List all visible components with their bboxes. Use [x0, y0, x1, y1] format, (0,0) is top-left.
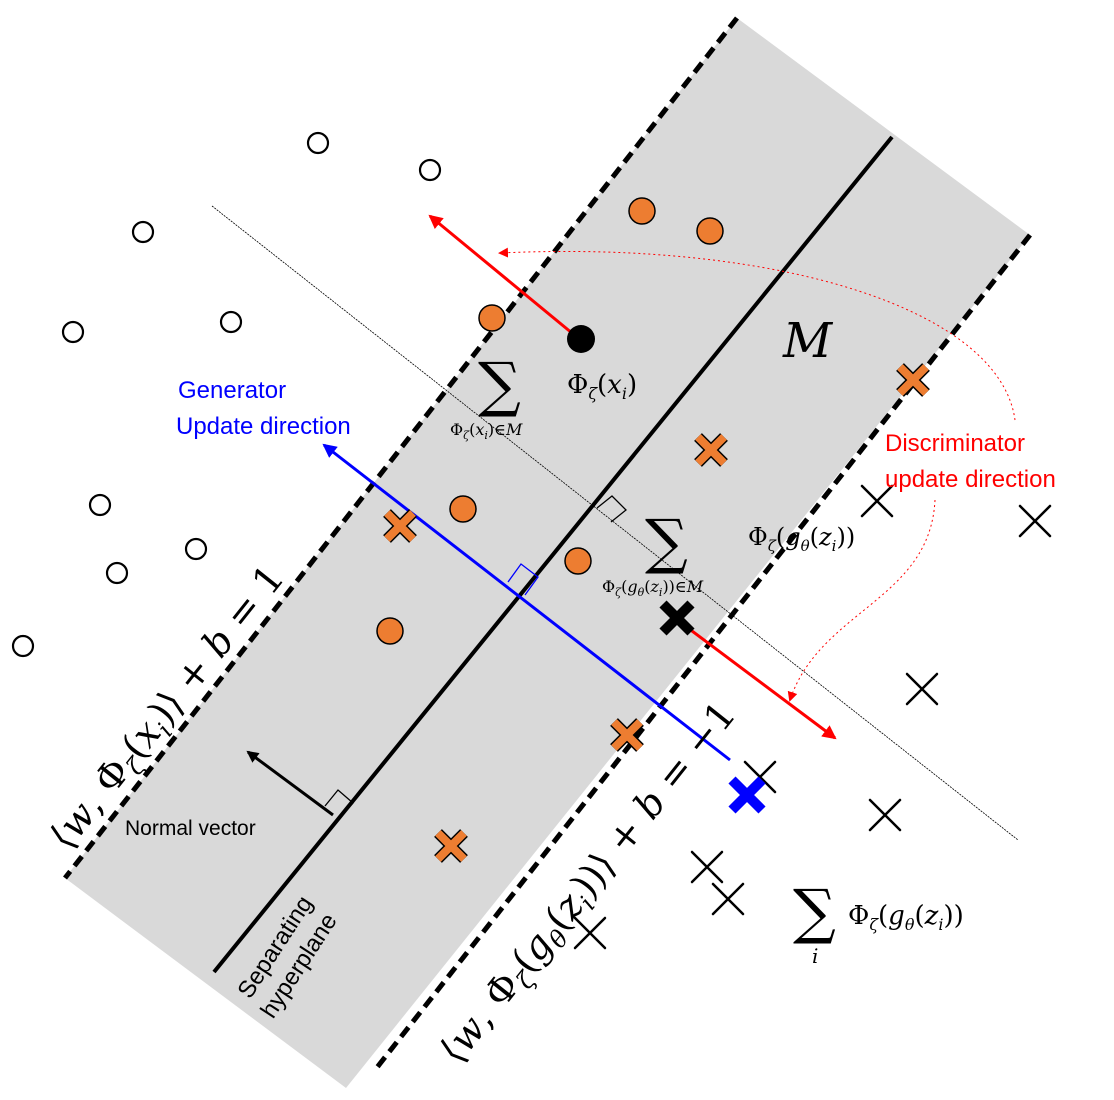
discriminator-dotted-curve-top [498, 247, 1016, 421]
real-sample-point [131, 220, 155, 244]
margin-set-label: M [782, 313, 834, 369]
real-sample-point [184, 537, 208, 561]
discriminator-dotted-curve-bottom [787, 499, 936, 702]
sum-real-label: ∑ Φζ(xi)∈M [450, 350, 523, 442]
real-support-point [478, 304, 506, 332]
fake-support-point [694, 433, 728, 467]
svg-text:∑: ∑ [478, 350, 521, 420]
svg-text:Φζ(xi)∈M: Φζ(xi)∈M [450, 420, 523, 442]
real-support-point [564, 547, 592, 575]
separating-hyperplane [212, 135, 894, 974]
fake-support-point [896, 363, 930, 397]
real-sample-point [88, 493, 112, 517]
real-samples [11, 131, 442, 658]
discriminator-arrow-fake [679, 620, 837, 740]
upper-margin-line [63, 16, 739, 880]
fake-support-points [383, 363, 930, 863]
real-sample-point [219, 310, 243, 334]
fake-sample-point [1018, 504, 1052, 538]
svg-text:Φζ(xi): Φζ(xi) [567, 370, 637, 403]
discriminator-label-line1: Discriminator [885, 430, 1025, 457]
normal-vector-arrow [246, 750, 334, 817]
fake-sample-point [690, 850, 724, 884]
selected-fake-point [659, 600, 695, 636]
real-sample-point [11, 634, 35, 658]
fake-mean-point [728, 776, 766, 814]
svg-text:i: i [812, 944, 818, 968]
sum-all-fake-label: ∑ i Φζ(gθ(zi)) [793, 877, 964, 968]
real-sample-point [105, 561, 129, 585]
margin-band [65, 18, 1030, 1088]
fake-sample-point [860, 484, 894, 518]
real-sample-point [61, 320, 85, 344]
real-sample-point [418, 158, 442, 182]
real-support-point [449, 495, 477, 523]
fake-support-point [383, 509, 417, 543]
generator-update-arrow [322, 443, 731, 762]
svg-text:Φζ(gθ(zi))∈M: Φζ(gθ(zi))∈M [602, 577, 704, 599]
real-support-point [376, 617, 404, 645]
fake-support-point [434, 829, 468, 863]
fake-sample-point [905, 672, 939, 706]
right-angle-marker-top [596, 495, 627, 523]
generator-label-line1: Generator [178, 377, 286, 404]
svg-text:∑: ∑ [793, 877, 836, 947]
right-angle-marker-normal [324, 789, 354, 819]
fake-support-point [610, 718, 644, 752]
phi-x-label: Φζ(xi) [567, 370, 637, 403]
fake-sample-point [711, 882, 745, 916]
real-support-point [628, 197, 656, 225]
selected-real-point [567, 325, 595, 353]
generator-label-line2: Update direction [176, 413, 351, 440]
real-sample-point [306, 131, 330, 155]
svg-text:Φζ(gθ(zi)): Φζ(gθ(zi)) [748, 523, 855, 555]
svg-text:Φζ(gθ(zi)): Φζ(gθ(zi)) [848, 901, 964, 934]
sum-fake-label: ∑ Φζ(gθ(zi))∈M [602, 507, 704, 599]
discriminator-arrow-real [428, 214, 579, 340]
real-support-point [696, 217, 724, 245]
discriminator-label-line2: update direction [885, 466, 1056, 493]
fake-samples [573, 484, 1052, 950]
fake-sample-point [868, 798, 902, 832]
normal-vector-label: Normal vector [125, 817, 256, 840]
right-angle-marker-blue [507, 563, 539, 596]
phi-g-label: Φζ(gθ(zi)) [748, 523, 855, 555]
fake-sample-point [573, 916, 607, 950]
svg-text:∑: ∑ [645, 507, 688, 577]
real-support-points [376, 197, 724, 645]
